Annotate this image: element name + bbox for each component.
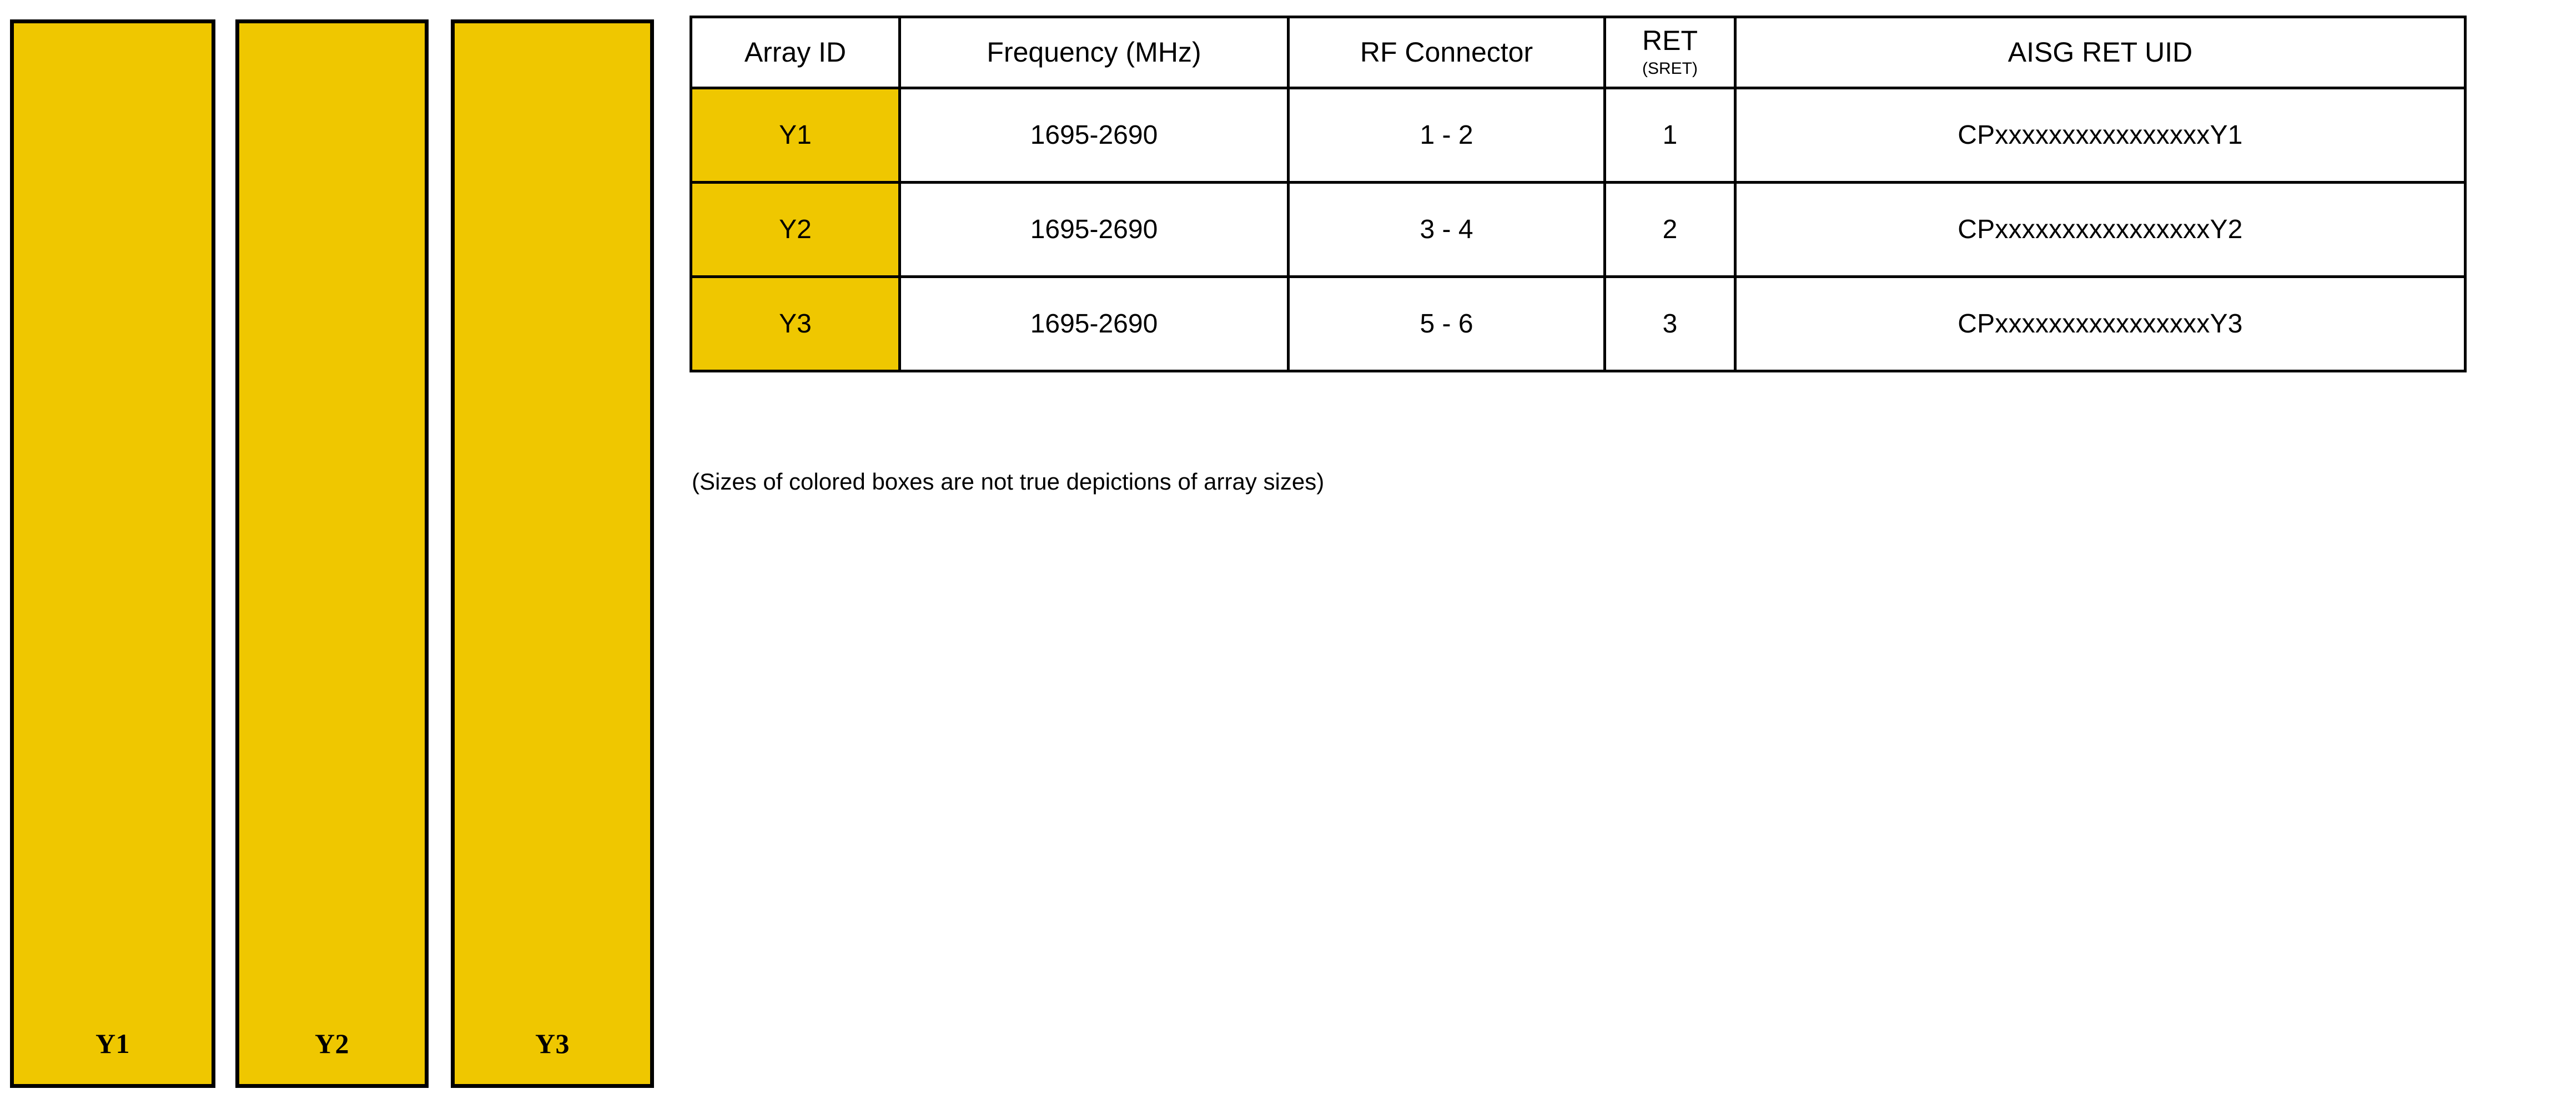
- cell-rf-connector: 3 - 4: [1287, 181, 1606, 278]
- table-footnote: (Sizes of colored boxes are not true dep…: [692, 468, 1325, 495]
- table-row: Y1 1695-2690 1 - 2 1 CPxxxxxxxxxxxxxxxxY…: [690, 87, 2467, 184]
- cell-array-id: Y1: [690, 87, 901, 184]
- column-header-frequency: Frequency (MHz): [898, 16, 1290, 89]
- cell-rf-connector: 5 - 6: [1287, 275, 1606, 372]
- cell-array-id: Y2: [690, 181, 901, 278]
- column-header-aisg-ret-uid: AISG RET UID: [1734, 16, 2467, 89]
- array-spec-table-container: Array ID Frequency (MHz) RF Connector RE…: [690, 16, 2467, 372]
- column-header-ret: RET (SRET): [1603, 16, 1737, 89]
- array-box-label-y1: Y1: [95, 1028, 130, 1059]
- array-box-label-y3: Y3: [535, 1028, 570, 1059]
- array-spec-table: Array ID Frequency (MHz) RF Connector RE…: [690, 16, 2467, 372]
- column-header-array-id: Array ID: [690, 16, 901, 89]
- array-diagram: Y1 Y2 Y3: [0, 0, 683, 1119]
- cell-ret: 1: [1603, 87, 1737, 184]
- column-header-rf-connector: RF Connector: [1287, 16, 1606, 89]
- cell-ret: 3: [1603, 275, 1737, 372]
- column-header-ret-main: RET: [1642, 25, 1698, 57]
- cell-aisg-ret-uid: CPxxxxxxxxxxxxxxxxY3: [1734, 275, 2467, 372]
- cell-frequency: 1695-2690: [898, 181, 1290, 278]
- cell-frequency: 1695-2690: [898, 87, 1290, 184]
- cell-aisg-ret-uid: CPxxxxxxxxxxxxxxxxY2: [1734, 181, 2467, 278]
- column-header-ret-sub: (SRET): [1642, 59, 1698, 78]
- cell-array-id: Y3: [690, 275, 901, 372]
- array-box-label-y2: Y2: [314, 1028, 350, 1059]
- cell-ret: 2: [1603, 181, 1737, 278]
- table-body: Y1 1695-2690 1 - 2 1 CPxxxxxxxxxxxxxxxxY…: [690, 87, 2467, 372]
- table-header: Array ID Frequency (MHz) RF Connector RE…: [690, 16, 2467, 89]
- table-row: Y3 1695-2690 5 - 6 3 CPxxxxxxxxxxxxxxxxY…: [690, 275, 2467, 372]
- array-box-y2: Y2: [235, 19, 429, 1088]
- cell-aisg-ret-uid: CPxxxxxxxxxxxxxxxxY1: [1734, 87, 2467, 184]
- table-row: Y2 1695-2690 3 - 4 2 CPxxxxxxxxxxxxxxxxY…: [690, 181, 2467, 278]
- cell-rf-connector: 1 - 2: [1287, 87, 1606, 184]
- array-box-y3: Y3: [451, 19, 654, 1088]
- table-header-row: Array ID Frequency (MHz) RF Connector RE…: [690, 16, 2467, 89]
- array-box-y1: Y1: [10, 19, 215, 1088]
- cell-frequency: 1695-2690: [898, 275, 1290, 372]
